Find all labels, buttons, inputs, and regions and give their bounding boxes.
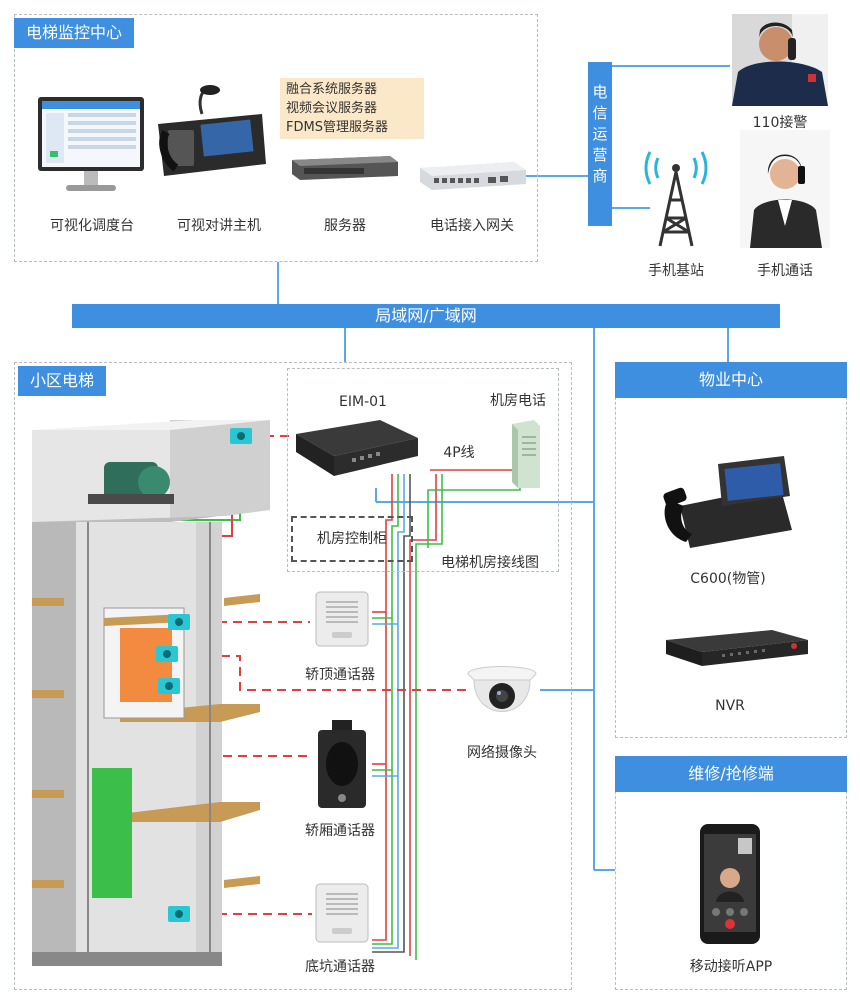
device-label-phone-gateway: 电话接入网关 [410, 215, 534, 235]
intercom-label-in-car: 轿厢通话器 [284, 820, 396, 840]
property-center-title: 物业中心 [699, 370, 763, 389]
device-label-machine-phone: 机房电话 [478, 390, 558, 410]
property-center-header: 物业中心 [615, 362, 847, 398]
control-cabinet-label: 机房控制柜 [291, 528, 413, 548]
eim01-device-icon [292, 416, 422, 480]
intercom-label-pit: 底坑通话器 [284, 956, 396, 976]
elevator-shaft-illustration [24, 418, 274, 978]
property-label-c600: C600(物管) [670, 568, 786, 588]
intercom-label-car-top: 轿顶通话器 [284, 664, 396, 684]
cell-tower-icon [636, 150, 716, 250]
monitor-center-title: 电梯监控中心 [14, 18, 134, 48]
in-car-intercom-icon [314, 720, 370, 810]
network-bar: 局域网/广域网 [72, 304, 780, 328]
server-note-fusion: 融合系统服务器 [286, 80, 418, 99]
network-label: 局域网/广域网 [375, 306, 476, 325]
server-note-box: 融合系统服务器 视频会议服务器 FDMS管理服务器 [280, 78, 424, 139]
telecom-label-110: 110接警 [730, 112, 830, 132]
nvr-icon [662, 626, 812, 670]
device-label-eim01: EIM-01 [318, 394, 408, 410]
device-label-dispatch-console: 可视化调度台 [28, 215, 156, 235]
repair-label-mobile-app: 移动接听APP [666, 956, 796, 976]
machine-room-phone-icon [504, 418, 544, 490]
camera-label: 网络摄像头 [446, 742, 558, 762]
property-center-box [615, 362, 847, 738]
cyan-device-pit [168, 906, 190, 922]
telecom-label: 电信运营商 [592, 82, 608, 187]
network-camera-icon [464, 660, 540, 722]
property-label-nvr: NVR [690, 698, 770, 714]
server-note-fdms: FDMS管理服务器 [286, 118, 418, 137]
cyan-device-car-top [168, 614, 190, 630]
car-top-intercom-icon [312, 588, 372, 650]
device-label-server: 服务器 [300, 215, 390, 235]
cyan-device-machine-room [230, 428, 252, 444]
server-icon [290, 152, 400, 182]
police-officer-photo [732, 14, 828, 106]
repair-title: 维修/抢修端 [688, 764, 773, 783]
c600-phone-icon [660, 456, 800, 548]
pit-intercom-icon [312, 880, 372, 946]
monitor-icon [36, 95, 146, 195]
telecom-label-mobile-call: 手机通话 [735, 260, 835, 280]
intercom-host-icon [150, 84, 270, 184]
repair-header: 维修/抢修端 [615, 756, 847, 792]
cable-label-4p: 4P线 [434, 442, 484, 462]
gateway-icon [418, 158, 528, 194]
machine-room-caption: 电梯机房接线图 [430, 552, 550, 572]
server-note-video: 视频会议服务器 [286, 99, 418, 118]
cyan-device-car-2 [158, 678, 180, 694]
telecom-bar: 电信运营商 [588, 62, 612, 226]
community-elevator-title: 小区电梯 [18, 366, 106, 396]
telecom-label-base-station: 手机基站 [628, 260, 724, 280]
mobile-app-phone-icon [698, 822, 762, 946]
mobile-call-photo [740, 130, 830, 248]
device-label-intercom-host: 可视对讲主机 [160, 215, 278, 235]
cyan-device-car-1 [156, 646, 178, 662]
